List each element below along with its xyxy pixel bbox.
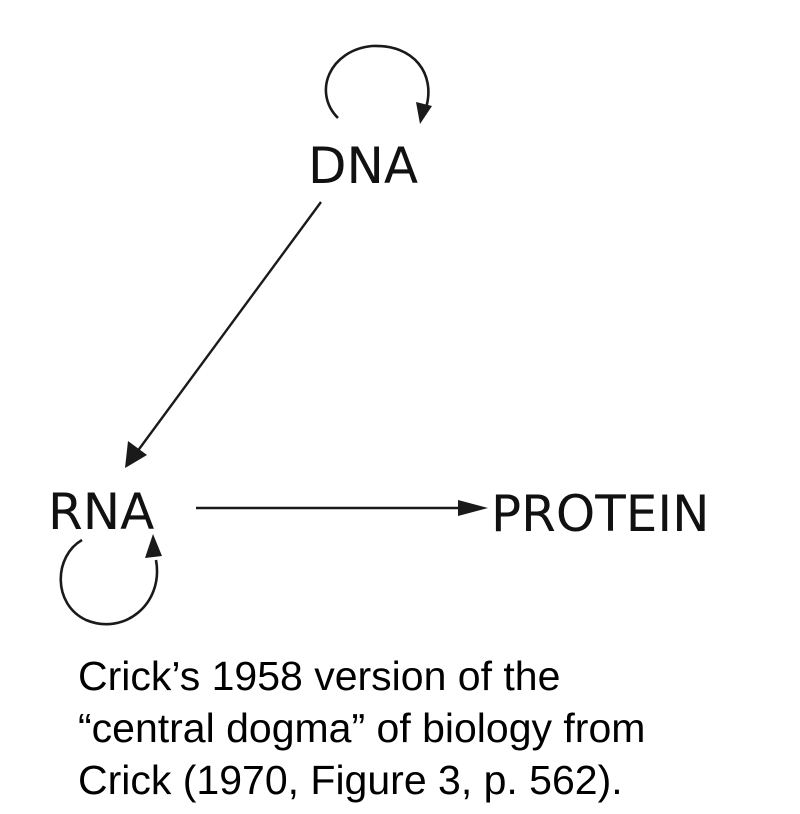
caption-line-2: “central dogma” of biology from bbox=[78, 705, 646, 751]
node-rna: RNA bbox=[48, 483, 154, 541]
dna-self-loop bbox=[324, 44, 432, 124]
node-dna: DNA bbox=[308, 137, 418, 195]
rna-self-loop bbox=[59, 534, 162, 626]
arrow-dna-to-rna bbox=[125, 201, 322, 468]
arrow-rna-to-protein bbox=[196, 500, 488, 516]
node-protein: PROTEIN bbox=[491, 485, 710, 543]
figure-caption: Crick’s 1958 version of the “central dog… bbox=[78, 650, 778, 806]
caption-line-3: Crick (1970, Figure 3, p. 562). bbox=[78, 757, 623, 803]
central-dogma-diagram: DNA RNA PROTEIN bbox=[48, 44, 710, 626]
caption-line-1: Crick’s 1958 version of the bbox=[78, 653, 561, 699]
